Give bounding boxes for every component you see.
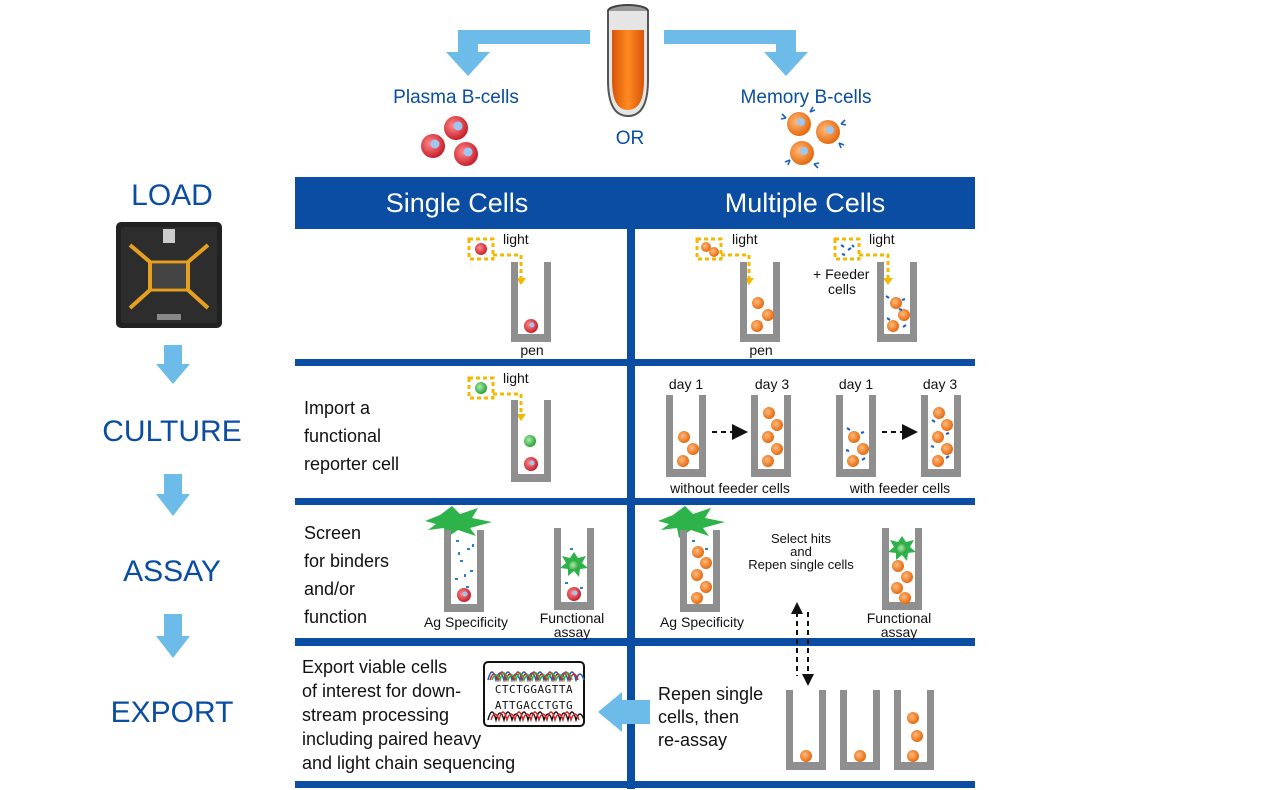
import-text-2: functional [304, 426, 381, 446]
stage-export: EXPORT [111, 696, 234, 729]
stage-load: LOAD [131, 179, 213, 212]
ag-specificity-label-1: Ag Specificity [424, 614, 508, 630]
without-feeder-label: without feeder cells [669, 480, 790, 496]
culture-multi-feeder [836, 395, 961, 477]
repen-single-pens [786, 690, 934, 770]
screen-text-4: function [304, 607, 367, 627]
day1-label-b: day 1 [839, 376, 873, 392]
repen-text-3: re-assay [658, 730, 727, 750]
select-text-1: Select hits [771, 531, 831, 546]
culture-multi-no-feeder [666, 395, 791, 477]
screen-text-2: for binders [304, 551, 389, 571]
ag-specificity-label-2: Ag Specificity [660, 614, 744, 630]
select-text-3: Repen single cells [748, 557, 854, 572]
repen-text-1: Repen single [658, 684, 763, 704]
feeder-label-2: cells [828, 281, 856, 297]
stage-arrow-2 [156, 474, 190, 516]
memory-cells-cluster [780, 106, 847, 169]
split-arrow-right [664, 30, 808, 76]
sample-tube [607, 4, 649, 118]
assay-single-functional-pen [554, 528, 594, 610]
seq-bottom-text: ATTGACCTGTG [495, 699, 573, 712]
header-multiple: Multiple Cells [635, 177, 975, 229]
memory-label: Memory B-cells [741, 87, 872, 108]
load-single-panel [467, 237, 551, 342]
culture-single-panel [467, 376, 551, 482]
screen-text-1: Screen [304, 523, 361, 543]
functional-label-1b: assay [554, 624, 591, 640]
split-arrow-left [446, 30, 590, 76]
sequencing-chromatogram [483, 661, 585, 727]
plasma-label: Plasma B-cells [393, 87, 519, 108]
day3-label-a: day 3 [755, 376, 789, 392]
export-text-4: including paired heavy [302, 729, 481, 749]
feeder-label-1: + Feeder [813, 266, 870, 282]
pen-label-2: pen [749, 342, 772, 358]
load-multi-panel-a [695, 237, 780, 342]
assay-multi-ag-pen [658, 506, 725, 612]
import-text-1: Import a [304, 398, 371, 418]
day3-label-b: day 3 [923, 376, 957, 392]
seq-top-text: CTCTGGAGTTA [495, 683, 573, 696]
export-text-2: of interest for down- [302, 681, 461, 701]
screen-text-3: and/or [304, 579, 355, 599]
export-text-5: and light chain sequencing [302, 753, 515, 773]
stage-culture: CULTURE [102, 415, 241, 448]
header-single-label: Single Cells [386, 188, 529, 218]
repen-double-arrow [791, 602, 814, 686]
light-label-1: light [503, 231, 529, 247]
functional-label-2b: assay [881, 624, 918, 640]
plasma-cells-cluster [421, 116, 478, 166]
functional-label-1a: Functional [540, 610, 605, 626]
import-text-3: reporter cell [304, 454, 399, 474]
with-feeder-label: with feeder cells [849, 480, 950, 496]
stage-arrow-1 [156, 345, 190, 384]
light-label-4: light [503, 370, 529, 386]
or-label: OR [616, 128, 645, 149]
day1-label-a: day 1 [669, 376, 703, 392]
light-label-3: light [869, 231, 895, 247]
assay-multi-functional-pen [882, 528, 922, 610]
functional-label-2a: Functional [867, 610, 932, 626]
select-text-2: and [790, 544, 812, 559]
pen-label-1: pen [520, 342, 543, 358]
grid-lines [295, 177, 975, 789]
stage-assay: ASSAY [123, 555, 221, 588]
header-single: Single Cells [295, 177, 627, 229]
export-text-1: Export viable cells [302, 657, 447, 677]
export-text-3: stream processing [302, 705, 449, 725]
stage-arrow-3 [156, 614, 190, 658]
load-multi-panel-b [833, 237, 917, 342]
chip-device [116, 222, 222, 328]
export-arrow [598, 692, 650, 732]
assay-single-ag-pen [425, 506, 492, 612]
repen-text-2: cells, then [658, 707, 739, 727]
light-label-2: light [732, 231, 758, 247]
header-multiple-label: Multiple Cells [725, 188, 886, 218]
